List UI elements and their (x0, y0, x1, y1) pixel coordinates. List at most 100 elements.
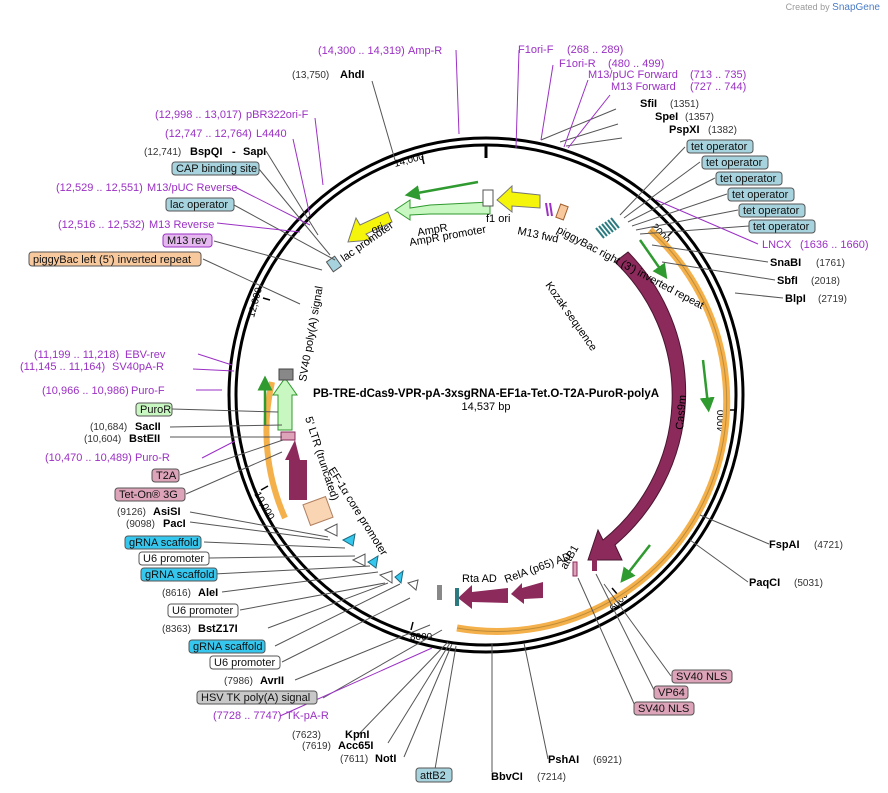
primer-lncx[interactable]: LNCX (1636 .. 1660) (762, 239, 869, 251)
svg-text:PspXI: PspXI (669, 124, 700, 136)
enzyme-sfii[interactable]: SfiI (1351) (640, 98, 699, 110)
tet-operator-box-3[interactable]: tet operator (715, 171, 783, 186)
enzyme-spei[interactable]: SpeI (1357) (655, 111, 714, 123)
enzyme-sapi[interactable]: SapI (243, 146, 266, 158)
rta-ad-arrow[interactable] (458, 585, 508, 609)
enzyme-pshai[interactable]: PshAI (6921) (548, 754, 622, 766)
snapgene-logo: SnapGene (832, 2, 880, 13)
svg-text:AvrII: AvrII (260, 675, 284, 687)
puror-box[interactable]: PuroR (135, 402, 173, 417)
enzyme-bstz17i[interactable]: (8363) BstZ17I (162, 623, 238, 635)
rela-ad-arrow[interactable] (511, 582, 543, 604)
svg-text:(7611): (7611) (340, 754, 368, 765)
primer-amp-r[interactable]: (14,300 .. 14,319) Amp-R (318, 45, 442, 57)
cap-binding-site-box[interactable]: CAP binding site (171, 161, 260, 176)
primer-sv40pa-r[interactable]: (11,145 .. 11,164) SV40pA-R (20, 361, 164, 373)
ltr-arrow[interactable] (285, 440, 307, 500)
ori-arrow[interactable] (347, 211, 393, 243)
enzyme-noti[interactable]: (7611) NotI (340, 753, 396, 765)
svg-text:(727 .. 744): (727 .. 744) (690, 81, 746, 93)
u6-promoter-box-3[interactable]: U6 promoter (209, 655, 281, 670)
u6-promoter-box-2[interactable]: U6 promoter (167, 603, 239, 618)
sv40-nls-box-2[interactable]: SV40 NLS (633, 701, 695, 716)
vp64-box[interactable]: VP64 (653, 685, 689, 700)
primer-m13-puc-forward[interactable]: M13/pUC Forward (713 .. 735) (588, 69, 746, 81)
tet-operator-box-6[interactable]: tet operator (748, 219, 816, 234)
primer-m13-forward[interactable]: M13 Forward (727 .. 744) (611, 81, 746, 93)
t2a-box[interactable]: T2A (151, 468, 180, 483)
enzyme-paqci[interactable]: PaqCI (5031) (749, 577, 823, 589)
lac-operator-box[interactable]: lac operator (165, 197, 235, 212)
svg-text:T2A: T2A (156, 470, 177, 482)
enzyme-sbfi[interactable]: SbfI (2018) (777, 275, 840, 287)
nls-marker (592, 555, 597, 571)
svg-text:SbfI: SbfI (777, 275, 798, 287)
tet-on-3g-box[interactable]: Tet-On® 3G (114, 487, 186, 502)
f1-ori-arrow[interactable] (496, 184, 541, 214)
grna-scaffold-box-3[interactable]: gRNA scaffold (188, 639, 266, 654)
primer-m13-reverse[interactable]: (12,516 .. 12,532) M13 Reverse (58, 219, 214, 231)
enzyme-pspxi[interactable]: PspXI (1382) (669, 124, 737, 136)
primer-l4440[interactable]: (12,747 .. 12,764) L4440 (165, 128, 287, 140)
primer-ebv-rev[interactable]: (11,199 .. 11,218) EBV-rev (34, 349, 166, 361)
enzyme-asisi[interactable]: (9126) AsiSI (117, 506, 181, 518)
created-by-text: Created by (785, 2, 830, 12)
enzyme-bspqi[interactable]: (12,741) BspQI - (144, 146, 236, 158)
svg-text:tet operator: tet operator (720, 173, 777, 185)
svg-text:LNCX: LNCX (762, 239, 792, 251)
tet-operator-box-4[interactable]: tet operator (727, 187, 795, 202)
enzyme-blpi[interactable]: BlpI (2719) (785, 293, 847, 305)
puror-arrow[interactable] (272, 377, 298, 431)
ef1a-promoter-box[interactable] (302, 495, 334, 527)
snapgene-branding: Created by SnapGene (786, 2, 880, 13)
tet-operator-box-5[interactable]: tet operator (738, 203, 806, 218)
enzyme-avrii[interactable]: (7986) AvrII (224, 675, 284, 687)
svg-text:(9098): (9098) (126, 519, 155, 530)
svg-text:(10,966 .. 10,986): (10,966 .. 10,986) (42, 385, 129, 397)
tet-operator-box-2[interactable]: tet operator (701, 155, 769, 170)
svg-text:gRNA scaffold: gRNA scaffold (193, 641, 263, 653)
sv40-nls-box-1[interactable]: SV40 NLS (671, 669, 733, 684)
cas9m-arrow[interactable] (587, 251, 687, 561)
ampr-arrow[interactable] (394, 199, 491, 221)
svg-text:(7619): (7619) (302, 741, 331, 752)
enzyme-kpni[interactable]: (7623) KpnI (292, 729, 369, 741)
attb2-box[interactable]: attB2 (415, 767, 453, 783)
ori-label: ori (370, 221, 386, 237)
enzyme-alei[interactable]: (8616) AleI (162, 587, 218, 599)
orf-arrow (620, 544, 651, 583)
primer-m13-puc-reverse[interactable]: (12,529 .. 12,551) M13/pUC Reverse (56, 182, 237, 194)
svg-text:SnaBI: SnaBI (770, 257, 801, 269)
primer-tk-pa-r[interactable]: (7728 .. 7747) TK-pA-R (213, 710, 329, 722)
svg-text:SacII: SacII (135, 421, 161, 433)
attb1-marker (572, 561, 578, 577)
enzyme-snabi[interactable]: SnaBI (1761) (770, 257, 845, 269)
enzyme-acc65i[interactable]: (7619) Acc65I (302, 740, 373, 752)
grna-scaffold-box-2[interactable]: gRNA scaffold (140, 567, 218, 582)
sv40-polya-marker (278, 368, 294, 381)
enzyme-bbvci[interactable]: BbvCI (7214) (491, 771, 566, 783)
svg-text:SapI: SapI (243, 146, 266, 158)
enzyme-paci[interactable]: (9098) PacI (126, 518, 186, 530)
tet-operator-box-1[interactable]: tet operator (686, 139, 754, 154)
primer-f1ori-r[interactable]: F1ori-R (480 .. 499) (559, 58, 664, 70)
m13-rev-box[interactable]: M13 rev (162, 233, 213, 248)
primer-puro-r[interactable]: (10,470 .. 10,489) Puro-R (45, 452, 170, 464)
svg-text:(4721): (4721) (814, 540, 843, 551)
enzyme-fspai[interactable]: FspAI (4721) (769, 539, 843, 551)
enzyme-sacii[interactable]: (10,684) SacII (90, 421, 161, 433)
enzyme-bsteii[interactable]: (10,604) BstEII (84, 433, 160, 445)
primer-f1ori-f[interactable]: F1ori-F (268 .. 289) (518, 44, 623, 56)
hsv-tk-polya-box[interactable]: HSV TK poly(A) signal (196, 690, 318, 705)
u6-promoter-box-1[interactable]: U6 promoter (138, 551, 210, 566)
grna-scaffold-box-1[interactable]: gRNA scaffold (124, 535, 202, 550)
primer-pbr322ori-f[interactable]: (12,998 .. 13,017) pBR322ori-F (155, 109, 309, 121)
primer-puro-f[interactable]: (10,966 .. 10,986) Puro-F (42, 385, 165, 397)
svg-text:pBR322ori-F: pBR322ori-F (246, 109, 309, 121)
svg-text:(12,741): (12,741) (144, 147, 181, 158)
enzyme-ahdi[interactable]: (13,750) AhdI (292, 69, 364, 81)
svg-text:BbvCI: BbvCI (491, 771, 523, 783)
piggybac-left-box[interactable]: piggyBac left (5') inverted repeat (28, 251, 202, 267)
ampr-promoter-box[interactable] (482, 189, 494, 207)
